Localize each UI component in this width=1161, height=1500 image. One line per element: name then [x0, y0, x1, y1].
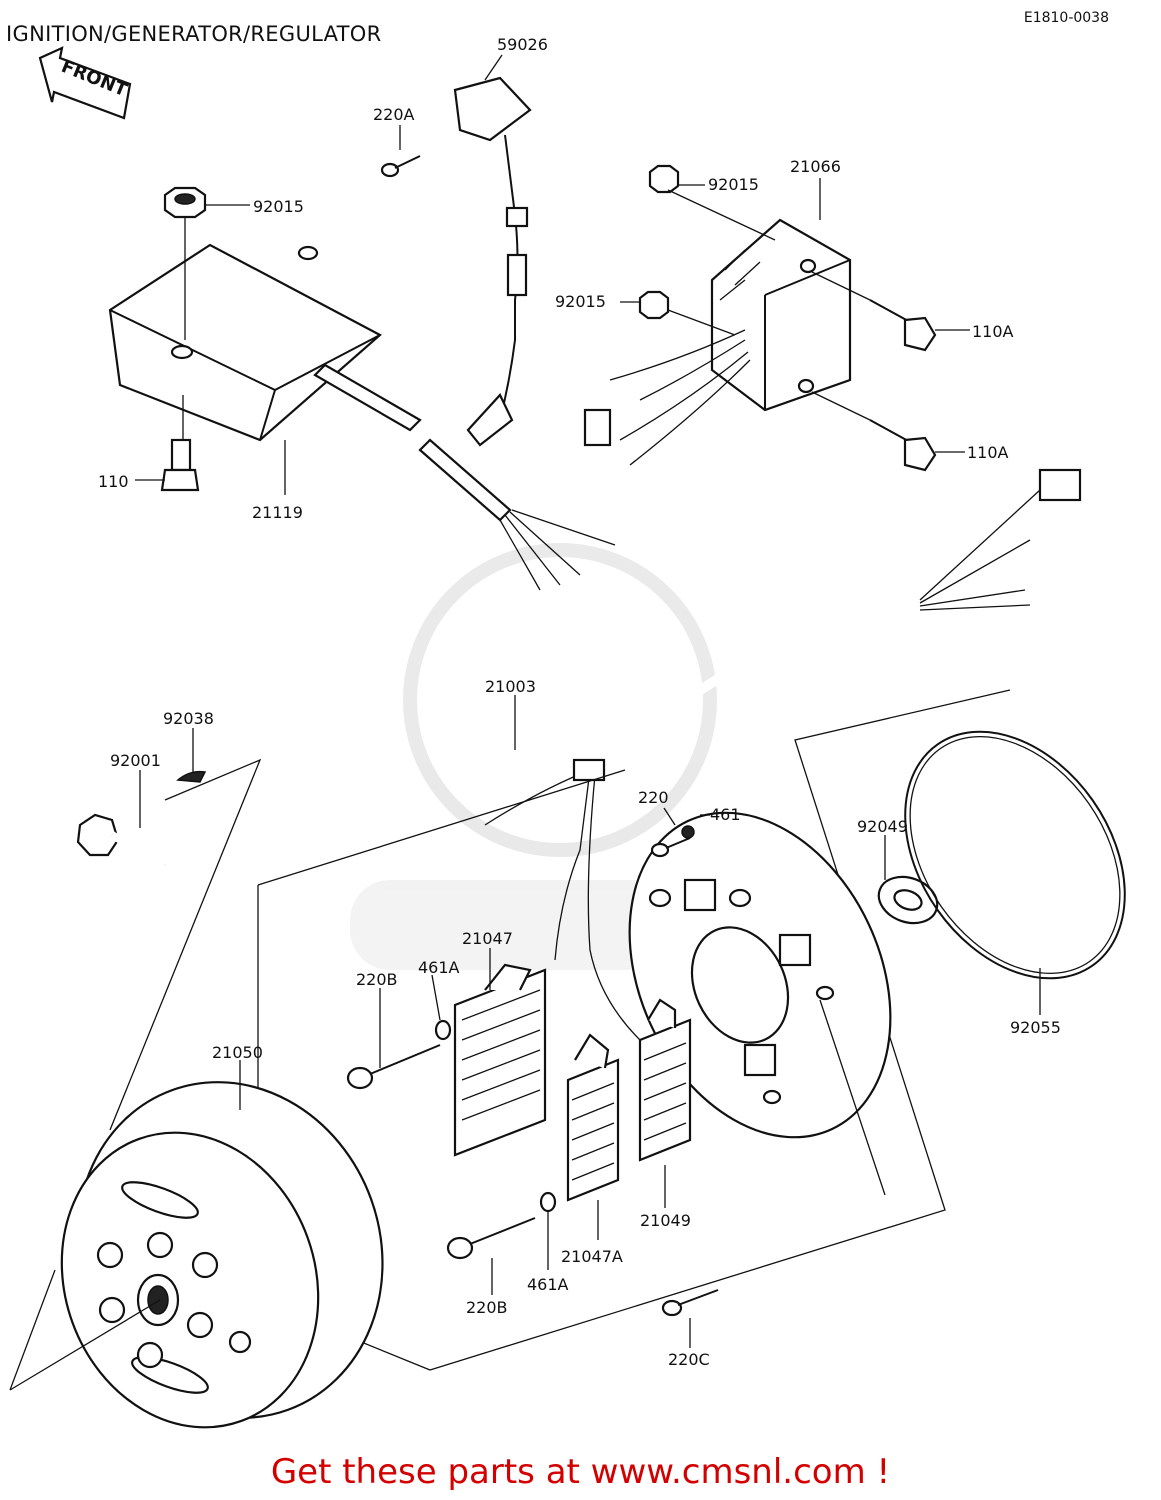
part-label: 461A — [527, 1275, 569, 1294]
nut-icon — [638, 164, 680, 320]
charging-coil-icon — [453, 963, 547, 1157]
part-label: 21049 — [640, 1211, 691, 1230]
part-label: 21050 — [212, 1043, 263, 1062]
part-label: 21003 — [485, 677, 536, 696]
bolt-icon — [869, 299, 937, 472]
footer-link-text[interactable]: Get these parts at www.cmsnl.com ! — [270, 1452, 891, 1492]
part-label: 220 — [638, 788, 669, 807]
regulator-icon — [583, 218, 852, 466]
part-label: 59026 — [497, 35, 548, 54]
lighting-coil-icon — [566, 1033, 620, 1202]
front-arrow-icon: FRONT — [38, 46, 132, 120]
part-labels: 59026 220A 92015 92015 21066 92015 110A … — [98, 35, 1061, 1369]
part-label: 92055 — [1010, 1018, 1061, 1037]
part-label: 220A — [373, 105, 415, 124]
part-label: 220B — [356, 970, 398, 989]
exciter-coil-icon — [638, 998, 692, 1162]
part-label: 110A — [967, 443, 1009, 462]
part-label: 92015 — [708, 175, 759, 194]
rotor-flywheel-icon — [60, 1081, 384, 1429]
part-label: 92015 — [555, 292, 606, 311]
part-label: 21119 — [252, 503, 303, 522]
part-label: 92038 — [163, 709, 214, 728]
part-label: 110A — [972, 322, 1014, 341]
screw-icon — [346, 837, 719, 1317]
part-label: 92049 — [857, 817, 908, 836]
o-ring-icon — [904, 730, 1126, 980]
stator-plate-icon — [628, 811, 892, 1139]
rotor-frame-outline — [9, 758, 262, 1391]
diagram-title: IGNITION/GENERATOR/REGULATOR — [6, 22, 382, 46]
part-label: 461A — [418, 958, 460, 977]
part-label: 110 — [98, 472, 129, 491]
part-label: 461 — [710, 805, 741, 824]
part-label: 220C — [668, 1350, 710, 1369]
pickup-coil-icon — [453, 76, 532, 447]
stator-harness-icon — [484, 468, 1082, 1041]
crank-bolt-icon — [76, 813, 167, 869]
ignitor-box-icon — [108, 243, 616, 591]
nut-icon — [163, 186, 207, 219]
part-label: 21047A — [561, 1247, 623, 1266]
woodruff-key-icon — [176, 770, 207, 783]
screw-icon — [380, 155, 421, 178]
washer-icon — [434, 825, 695, 1213]
oil-seal-icon — [877, 875, 939, 925]
bolt-icon — [160, 438, 200, 492]
part-label: 21066 — [790, 157, 841, 176]
leader-lines — [135, 54, 1041, 1348]
part-label: 92015 — [253, 197, 304, 216]
part-label: 21047 — [462, 929, 513, 948]
part-label: 92001 — [110, 751, 161, 770]
part-label: 220B — [466, 1298, 508, 1317]
diagram-code: E1810-0038 — [1023, 10, 1109, 26]
